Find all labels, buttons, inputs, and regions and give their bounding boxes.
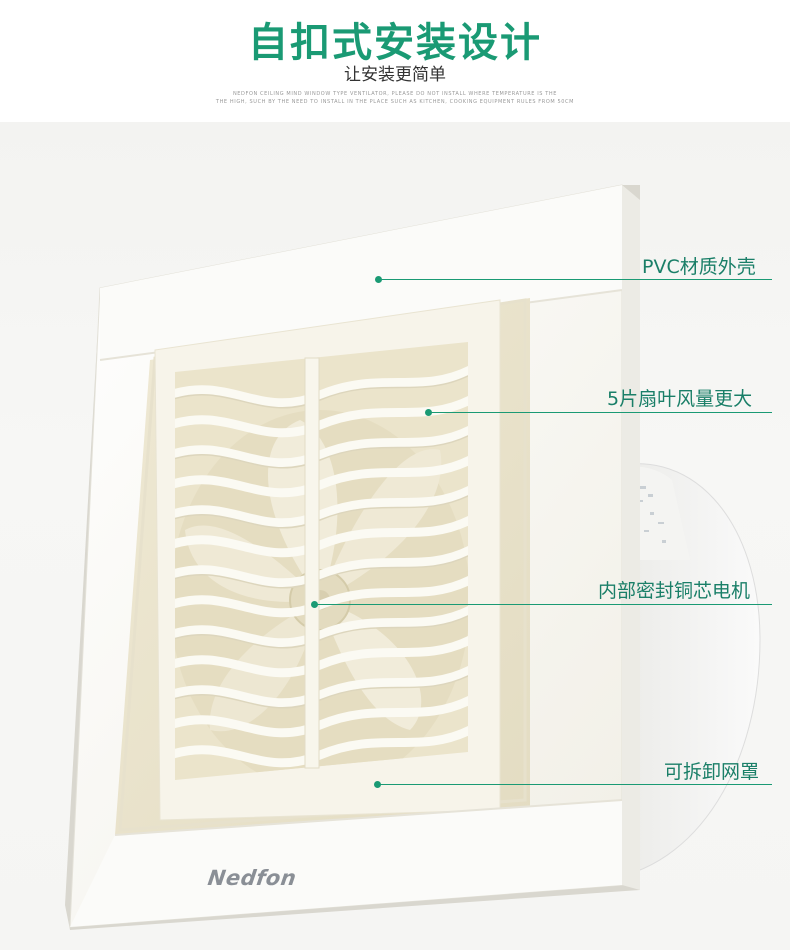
- header: 自扣式安装设计 让安装更简单 NEDFON CEILING MIND WINDO…: [0, 0, 790, 120]
- callout-3-line: [316, 604, 772, 605]
- callout-copper-motor: 内部密封铜芯电机: [598, 580, 751, 602]
- callout-4-line: [379, 784, 772, 785]
- callout-4-dot: [374, 781, 381, 788]
- callout-2-line: [430, 412, 772, 413]
- fine-print-line-1: NEDFON CEILING MIND WINDOW TYPE VENTILAT…: [232, 91, 558, 97]
- page-subtitle: 让安装更简单: [344, 65, 446, 85]
- brand-logo: Nedfon: [206, 866, 299, 890]
- callout-pvc-shell: PVC材质外壳: [642, 256, 756, 278]
- page-title: 自扣式安装设计: [248, 20, 542, 66]
- callout-five-blades: 5片扇叶风量更大: [607, 388, 753, 410]
- frame-bottom-rim: [70, 800, 622, 927]
- callout-removable-grill: 可拆卸网罩: [664, 761, 760, 783]
- callout-2-dot: [425, 409, 432, 416]
- wavy-grill: [175, 365, 468, 768]
- callout-3-dot: [311, 601, 318, 608]
- grill-divider: [304, 357, 320, 769]
- callout-1-dot: [375, 276, 382, 283]
- callout-1-line: [380, 279, 772, 280]
- fine-print-line-2: THE HIGH, SUCH BY THE NEED TO INSTALL IN…: [215, 99, 575, 105]
